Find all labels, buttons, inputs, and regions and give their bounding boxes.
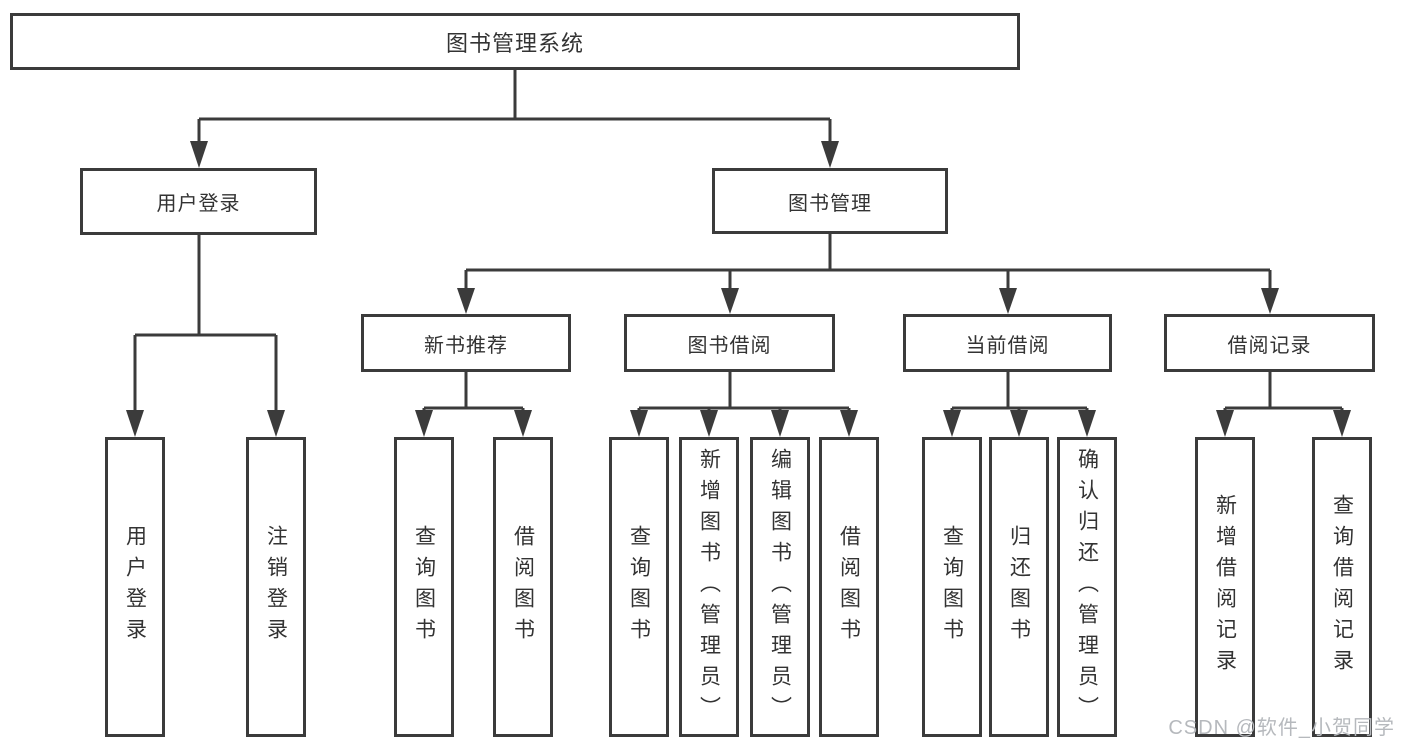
leaf-label: 查询图书 — [940, 525, 964, 649]
connector-root-to-l2 — [190, 70, 839, 168]
connector-l3-to-leaves — [415, 372, 1351, 437]
leaf-label: 借阅图书 — [511, 525, 535, 649]
node-book-borrowing: 图书借阅 — [624, 314, 835, 372]
leaf-query-borrow-record: 查询借阅记录 — [1312, 437, 1372, 737]
connector-user-login-children — [126, 235, 285, 437]
leaf-label: 新增图书（管理员） — [697, 447, 721, 727]
node-label: 图书管理 — [788, 192, 872, 215]
leaf-query-books-recommend: 查询图书 — [394, 437, 454, 737]
leaf-query-books-borrowing: 查询图书 — [609, 437, 669, 737]
leaf-edit-books-admin: 编辑图书（管理员） — [750, 437, 810, 737]
leaf-user-login: 用户登录 — [105, 437, 165, 737]
leaf-query-books-current: 查询图书 — [922, 437, 982, 737]
leaf-add-books-admin: 新增图书（管理员） — [679, 437, 739, 737]
watermark-text: CSDN @软件_小贺同学 — [1168, 717, 1395, 739]
node-book-management: 图书管理 — [712, 168, 948, 234]
leaf-borrow-books-borrowing: 借阅图书 — [819, 437, 879, 737]
leaf-label: 借阅图书 — [837, 525, 861, 649]
leaf-label: 确认归还（管理员） — [1075, 447, 1099, 727]
node-user-login: 用户登录 — [80, 168, 317, 235]
leaf-return-books: 归还图书 — [989, 437, 1049, 737]
leaf-label: 查询图书 — [627, 525, 651, 649]
leaf-label: 查询图书 — [412, 525, 436, 649]
node-label: 图书管理系统 — [445, 30, 584, 56]
leaf-label: 用户登录 — [123, 525, 147, 649]
leaf-borrow-books-recommend: 借阅图书 — [493, 437, 553, 737]
node-label: 当前借阅 — [965, 334, 1050, 357]
node-label: 借阅记录 — [1227, 334, 1312, 357]
node-label: 图书借阅 — [687, 334, 772, 357]
leaf-label: 查询借阅记录 — [1330, 494, 1354, 680]
leaf-label: 新增借阅记录 — [1213, 494, 1237, 680]
node-current-borrowing: 当前借阅 — [903, 314, 1112, 372]
leaf-logout-login: 注销登录 — [246, 437, 306, 737]
leaf-label: 归还图书 — [1007, 525, 1031, 649]
leaf-label: 编辑图书（管理员） — [768, 447, 792, 727]
node-library-management-system: 图书管理系统 — [10, 13, 1020, 70]
node-new-book-recommendation: 新书推荐 — [361, 314, 571, 372]
leaf-add-borrow-record: 新增借阅记录 — [1195, 437, 1255, 737]
node-label: 新书推荐 — [424, 334, 508, 357]
leaf-confirm-return-admin: 确认归还（管理员） — [1057, 437, 1117, 737]
leaf-label: 注销登录 — [264, 525, 288, 649]
node-borrowing-records: 借阅记录 — [1164, 314, 1375, 372]
node-label: 用户登录 — [156, 193, 241, 215]
connector-book-management-to-l3 — [457, 233, 1279, 314]
